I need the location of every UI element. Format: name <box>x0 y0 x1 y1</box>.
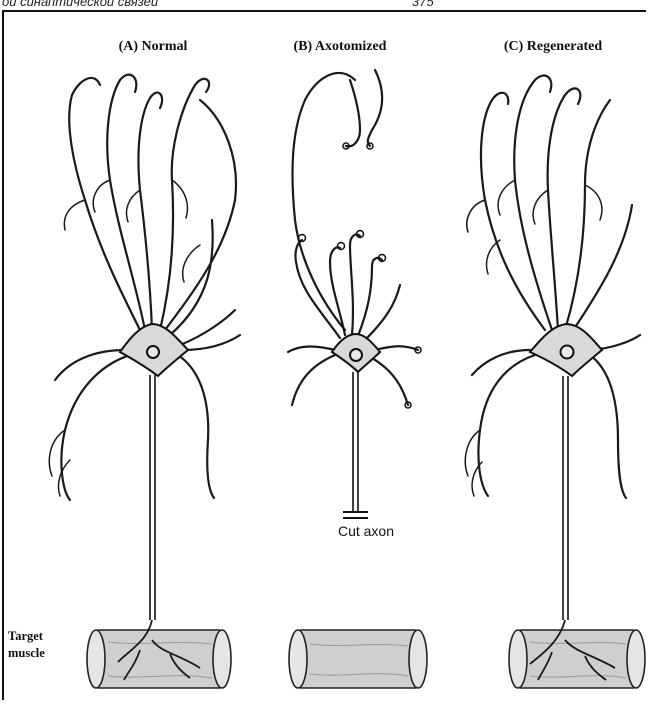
neuron-axotomized <box>288 70 421 518</box>
neuron-normal <box>49 75 240 620</box>
target-muscle-normal <box>87 620 231 688</box>
panel-title-normal: (A) Normal <box>119 39 188 54</box>
target-muscle-label-line2: muscle <box>8 646 45 660</box>
target-muscle-axotomized <box>289 630 427 688</box>
neuron-regenerated <box>465 76 640 620</box>
panel-title-axotomized: (B) Axotomized <box>294 39 387 54</box>
panel-title-regenerated: (C) Regenerated <box>504 39 603 54</box>
target-muscle-label-line1: Target <box>8 629 44 643</box>
cut-axon-label: Cut axon <box>338 523 394 539</box>
target-muscle-regenerated <box>509 620 645 688</box>
